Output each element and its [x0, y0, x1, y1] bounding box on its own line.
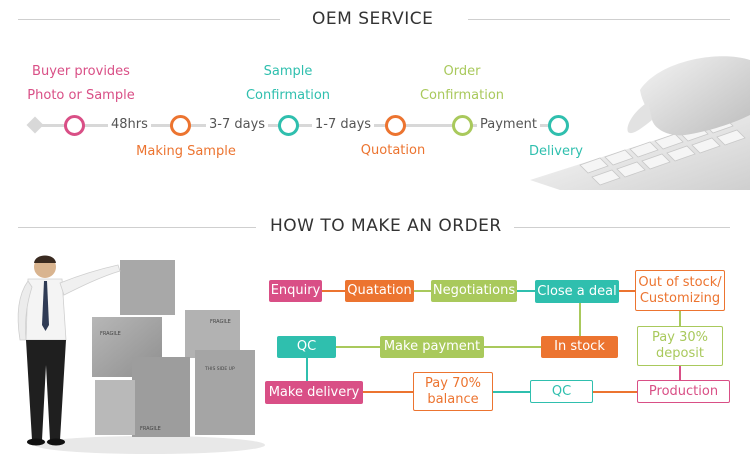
order-box-make-delivery: Make delivery: [265, 381, 363, 404]
step-ring-buyer-provides: [64, 115, 85, 136]
order-title: HOW TO MAKE AN ORDER: [270, 216, 502, 236]
order-box-quatation: Quatation: [345, 280, 414, 302]
step-label-sample-confirmation: Sample Confirmation: [245, 64, 331, 103]
box-6: [95, 380, 135, 435]
box-label-1: FRAGILE: [100, 331, 121, 337]
order-box-pay-30: Pay 30% deposit: [637, 326, 723, 366]
box-label-4: FRAGILE: [140, 426, 161, 432]
duration-payment: Payment: [477, 116, 540, 134]
duration-1-7-days: 1-7 days: [312, 116, 375, 134]
step-ring-order-confirmation: [452, 115, 473, 136]
order-box-production: Production: [637, 380, 730, 403]
order-box-make-payment: Make payment: [380, 336, 484, 358]
order-box-qc-top: QC: [277, 336, 336, 358]
keyboard-hand-image: [530, 56, 750, 190]
step-label-delivery: Delivery: [529, 144, 583, 159]
step-label-order-confirmation: Order Confirmation: [419, 64, 505, 103]
order-box-in-stock: In stock: [541, 336, 618, 358]
step-label-buyer-provides: Buyer provides Photo or Sample: [27, 64, 135, 103]
step-label-quotation: Quotation: [360, 143, 426, 158]
step-label-making-sample: Making Sample: [136, 144, 236, 159]
box-1: [120, 260, 175, 315]
order-box-negotiations: Negotiations: [431, 280, 517, 302]
step-ring-delivery: [548, 115, 569, 136]
order-rule-left: [18, 227, 256, 228]
duration-48hrs: 48hrs: [108, 116, 151, 134]
man-arm: [59, 264, 121, 296]
oem-title: OEM SERVICE: [312, 9, 434, 29]
order-box-enquiry: Enquiry: [269, 280, 322, 302]
order-box-close-deal: Close a deal: [535, 280, 619, 303]
box-4: [132, 357, 190, 437]
order-box-pay-70: Pay 70% balance: [413, 372, 493, 411]
step-ring-sample-confirmation: [278, 115, 299, 136]
box-5: [195, 350, 255, 435]
duration-3-7-days: 3-7 days: [206, 116, 269, 134]
order-rule-right: [514, 227, 730, 228]
order-box-out-of-stock: Out of stock/ Customizing: [635, 270, 725, 311]
step-ring-quotation: [385, 115, 406, 136]
box-label-3: THIS SIDE UP: [204, 366, 235, 372]
man-tie: [42, 281, 49, 331]
businessman-boxes-image: FRAGILE FRAGILE THIS SIDE UP FRAGILE: [17, 255, 265, 454]
box-label-2: FRAGILE: [210, 319, 231, 325]
oem-rule-left: [18, 19, 280, 20]
order-box-qc-bottom: QC: [530, 380, 593, 403]
step-ring-making-sample: [170, 115, 191, 136]
man-trousers: [26, 340, 66, 440]
oem-rule-right: [468, 19, 730, 20]
